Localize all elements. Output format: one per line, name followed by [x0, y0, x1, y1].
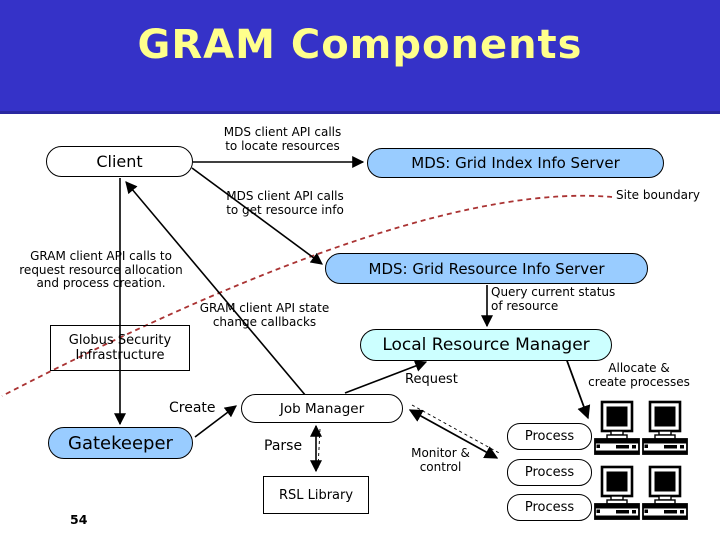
arrow-parse-dashed [317, 428, 321, 469]
label-create: Create [169, 400, 216, 416]
arrow-state-callbacks [125, 181, 307, 397]
arrow-create [194, 405, 237, 438]
node-process: Process [507, 494, 592, 521]
label-gram-client-calls: GRAM client API calls to request resourc… [19, 249, 183, 291]
label-monitor-control: Monitor & control [411, 446, 470, 474]
computer-icon [641, 465, 689, 521]
arrow-allocate [565, 357, 591, 420]
label-query-status: Query current status of resource [491, 285, 616, 313]
computer-icon [641, 400, 689, 456]
label-allocate: Allocate & create processes [588, 361, 690, 389]
label-request: Request [405, 372, 458, 387]
node-globus-security-infrastructure: Globus Security Infrastructure [50, 325, 190, 371]
node-local-resource-manager: Local Resource Manager [360, 329, 612, 361]
node-client: Client [46, 146, 193, 177]
slide-title: GRAM Components [137, 22, 583, 68]
label-parse: Parse [264, 438, 303, 454]
arrow-monitor-control-dashed [411, 404, 502, 455]
slide-number: 54 [70, 512, 88, 527]
arrow-get-resource-info [191, 167, 323, 265]
node-job-manager: Job Manager [241, 394, 403, 423]
label-state-callbacks: GRAM client API state change callbacks [199, 301, 330, 329]
label-site-boundary: Site boundary [616, 188, 701, 202]
slide-header [0, 0, 720, 114]
node-mds-resource-server: MDS: Grid Resource Info Server [325, 253, 648, 284]
label-get-resource-info: MDS client API calls to get resource inf… [226, 189, 344, 217]
arrow-monitor-control [408, 409, 499, 459]
label-locate-resources: MDS client API calls to locate resources [223, 125, 342, 153]
site-boundary-line [1, 194, 613, 397]
node-rsl-library: RSL Library [263, 476, 369, 514]
node-mds-index-server: MDS: Grid Index Info Server [367, 148, 664, 178]
arrow-request [344, 360, 428, 394]
node-process: Process [507, 459, 592, 486]
computer-icon [593, 465, 641, 521]
node-process: Process [507, 423, 592, 450]
node-gatekeeper: Gatekeeper [48, 427, 193, 459]
computer-icon [593, 400, 641, 456]
